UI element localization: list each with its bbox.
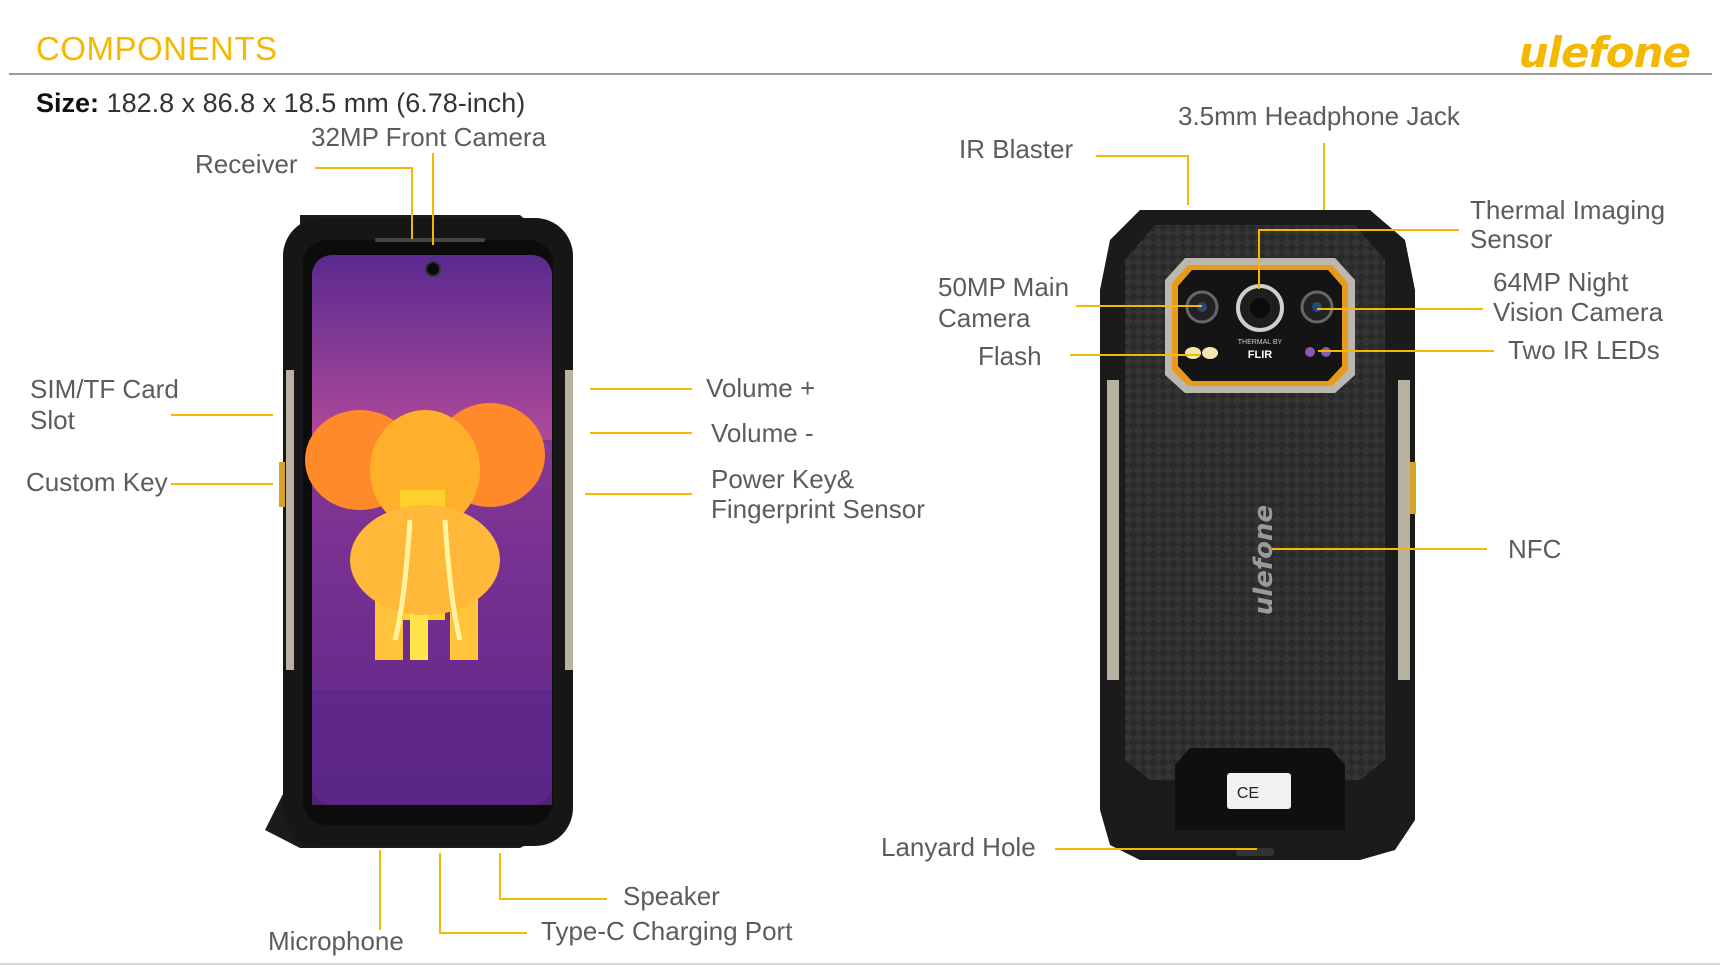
front-phone — [265, 215, 573, 848]
size-spec: Size: 182.8 x 86.8 x 18.5 mm (6.78-inch) — [36, 88, 525, 119]
leader-volume-down — [590, 432, 692, 434]
label-receiver: Receiver — [195, 149, 298, 179]
leader-nfc — [1272, 548, 1487, 550]
leader-microphone — [379, 850, 381, 930]
leader-ir-leds — [1318, 350, 1494, 352]
label-lanyard: Lanyard Hole — [881, 832, 1036, 862]
leader-lanyard — [1055, 848, 1257, 850]
label-power-2: Fingerprint Sensor — [711, 494, 925, 524]
leader-sim-slot — [171, 414, 273, 416]
leader-night-camera — [1317, 308, 1483, 310]
leader-receiver-h — [315, 167, 413, 169]
leader-headphone — [1323, 143, 1325, 210]
label-volume-down: Volume - — [711, 418, 814, 448]
label-custom-key: Custom Key — [26, 467, 168, 497]
label-sim-slot-1: SIM/TF Card — [30, 374, 179, 404]
label-sim-slot-2: Slot — [30, 405, 75, 435]
label-thermal-1: Thermal Imaging — [1470, 195, 1666, 225]
back-logo: ulefone — [1249, 505, 1279, 615]
leader-power — [585, 493, 692, 495]
label-ir-leds: Two IR LEDs — [1508, 335, 1660, 365]
thermal-badge-top: THERMAL BY — [1238, 339, 1283, 346]
leader-volume-up — [590, 388, 692, 390]
elephant-image — [305, 403, 545, 660]
label-type-c: Type-C Charging Port — [541, 916, 793, 946]
label-headphone: 3.5mm Headphone Jack — [1178, 101, 1460, 131]
thermal-badge-brand: FLIR — [1248, 349, 1272, 361]
footer-divider — [0, 963, 1720, 965]
label-flash: Flash — [978, 341, 1042, 371]
label-nfc: NFC — [1508, 534, 1562, 564]
label-volume-up: Volume + — [706, 373, 816, 403]
leader-ir-blaster-v — [1187, 155, 1189, 205]
label-main-camera-2: Camera — [938, 303, 1031, 333]
label-night-camera-1: 64MP Night — [1493, 267, 1629, 297]
label-ir-blaster: IR Blaster — [959, 134, 1074, 164]
leader-thermal-h — [1259, 229, 1459, 231]
leader-thermal-v — [1258, 229, 1260, 289]
cert-marks: CE — [1237, 785, 1259, 802]
label-main-camera-1: 50MP Main — [938, 272, 1070, 302]
label-thermal-2: Sensor — [1470, 224, 1553, 254]
size-label: Size: — [36, 88, 100, 118]
leader-custom-key — [171, 483, 273, 485]
leader-flash — [1070, 354, 1200, 356]
leader-front-camera — [432, 153, 434, 245]
leader-speaker-v — [499, 853, 501, 899]
brand-logo: ulefone — [1518, 28, 1691, 77]
leader-receiver-v — [411, 167, 413, 239]
leader-main-camera — [1076, 305, 1202, 307]
label-microphone: Microphone — [268, 926, 404, 956]
page-title: COMPONENTS — [36, 30, 278, 67]
back-phone: THERMAL BY FLIR ulefone CE — [1100, 210, 1416, 860]
leader-typec-v — [439, 853, 441, 933]
leader-speaker-h — [499, 898, 607, 900]
leader-typec-h — [439, 932, 527, 934]
label-power-1: Power Key& — [711, 464, 855, 494]
leader-ir-blaster-h — [1096, 155, 1188, 157]
header-divider — [9, 73, 1712, 75]
label-speaker: Speaker — [623, 881, 720, 911]
label-front-camera: 32MP Front Camera — [311, 122, 547, 152]
size-value: 182.8 x 86.8 x 18.5 mm (6.78-inch) — [106, 88, 526, 118]
label-night-camera-2: Vision Camera — [1493, 297, 1664, 327]
